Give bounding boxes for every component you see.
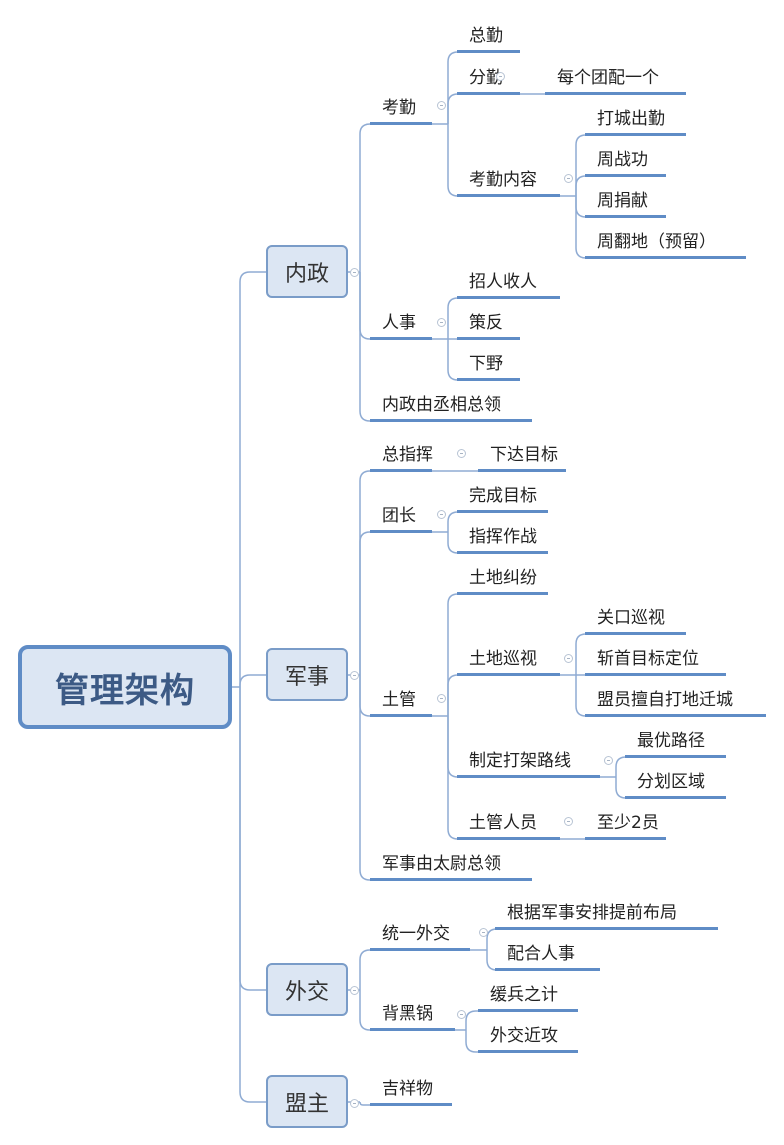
connector-branch <box>359 675 371 881</box>
collapse-toggle-icon[interactable] <box>496 72 505 81</box>
collapse-toggle-icon[interactable] <box>350 268 359 277</box>
node-sub-attendance[interactable]: 分勤 <box>457 64 520 95</box>
node-attendance[interactable]: 考勤 <box>370 94 432 125</box>
collapse-toggle-icon[interactable] <box>604 756 613 765</box>
node-captain-item[interactable]: 完成目标 <box>457 482 548 513</box>
connector-branch <box>447 674 459 716</box>
collapse-toggle-icon[interactable] <box>437 318 446 327</box>
node-land-patrol[interactable]: 土地巡视 <box>457 645 560 676</box>
connector-branch <box>239 687 266 991</box>
connector-branch <box>239 687 266 1103</box>
node-interior-note[interactable]: 内政由丞相总领 <box>370 391 532 422</box>
node-land-dispute[interactable]: 土地纠纷 <box>457 564 548 595</box>
topic-leader[interactable]: 盟主 <box>266 1075 348 1128</box>
node-personnel-item[interactable]: 策反 <box>457 309 520 340</box>
collapse-toggle-icon[interactable] <box>564 817 573 826</box>
node-scapegoat-item[interactable]: 外交近攻 <box>478 1022 578 1053</box>
node-leader-item[interactable]: 吉祥物 <box>370 1075 452 1106</box>
connector-branch <box>359 272 371 422</box>
connector-branch <box>359 675 371 717</box>
collapse-toggle-icon[interactable] <box>350 671 359 680</box>
connector-branch <box>465 1010 478 1030</box>
node-attendance-item[interactable]: 打城出勤 <box>585 105 686 136</box>
collapse-toggle-icon[interactable] <box>350 1099 359 1108</box>
node-scapegoat-item[interactable]: 缓兵之计 <box>478 981 578 1012</box>
node-route-plan[interactable]: 制定打架路线 <box>457 747 600 778</box>
node-military-note[interactable]: 军事由太尉总领 <box>370 850 532 881</box>
connector-branch <box>465 1030 478 1053</box>
collapse-toggle-icon[interactable] <box>564 654 573 663</box>
connector-branch <box>359 272 371 340</box>
collapse-toggle-icon[interactable] <box>437 101 446 110</box>
node-total-attendance[interactable]: 总勤 <box>457 22 520 53</box>
node-land-staff-note[interactable]: 至少2员 <box>585 809 666 840</box>
connector-branch <box>359 123 371 272</box>
node-captain-item[interactable]: 指挥作战 <box>457 523 548 554</box>
node-sub-attendance-note[interactable]: 每个团配一个 <box>545 64 686 95</box>
node-route-item[interactable]: 分划区域 <box>625 768 726 799</box>
topic-military[interactable]: 军事 <box>266 648 348 701</box>
node-attendance-item[interactable]: 周翻地（预留） <box>585 228 746 259</box>
node-unified-item[interactable]: 根据军事安排提前布局 <box>495 899 718 930</box>
connector-branch <box>359 470 371 675</box>
node-land-staff[interactable]: 土管人员 <box>457 809 560 840</box>
connector-branch <box>359 990 371 1031</box>
connector-branch <box>359 531 371 675</box>
node-commander[interactable]: 总指挥 <box>370 441 433 472</box>
connector-branch <box>359 949 371 990</box>
connector-branch <box>239 674 266 687</box>
node-attendance-content[interactable]: 考勤内容 <box>457 166 560 197</box>
node-patrol-item[interactable]: 关口巡视 <box>585 604 686 635</box>
node-personnel-item[interactable]: 招人收人 <box>457 268 560 299</box>
node-route-item[interactable]: 最优路径 <box>625 727 726 758</box>
node-unified-diplomacy[interactable]: 统一外交 <box>370 920 470 951</box>
connector-branch <box>447 93 459 124</box>
node-land-manager[interactable]: 土管 <box>370 686 432 717</box>
node-patrol-item[interactable]: 盟员擅自打地迁城 <box>585 686 766 717</box>
node-personnel[interactable]: 人事 <box>370 309 432 340</box>
connector-branch <box>239 271 266 687</box>
node-personnel-item[interactable]: 下野 <box>457 350 520 381</box>
collapse-toggle-icon[interactable] <box>350 986 359 995</box>
node-scapegoat[interactable]: 背黑锅 <box>370 1000 455 1031</box>
root-topic[interactable]: 管理架构 <box>18 645 232 729</box>
topic-diplomacy[interactable]: 外交 <box>266 963 348 1016</box>
collapse-toggle-icon[interactable] <box>437 510 446 519</box>
node-attendance-item[interactable]: 周捐献 <box>585 187 666 218</box>
node-unified-item[interactable]: 配合人事 <box>495 940 600 971</box>
topic-interior[interactable]: 内政 <box>266 245 348 298</box>
node-captain[interactable]: 团长 <box>370 502 432 533</box>
node-attendance-item[interactable]: 周战功 <box>585 146 666 177</box>
collapse-toggle-icon[interactable] <box>437 694 446 703</box>
collapse-toggle-icon[interactable] <box>457 449 466 458</box>
collapse-toggle-icon[interactable] <box>564 174 573 183</box>
connector-branch <box>359 1101 370 1106</box>
collapse-toggle-icon[interactable] <box>457 1010 466 1019</box>
node-commander-note[interactable]: 下达目标 <box>478 441 566 472</box>
node-patrol-item[interactable]: 斩首目标定位 <box>585 645 726 676</box>
collapse-toggle-icon[interactable] <box>479 928 488 937</box>
